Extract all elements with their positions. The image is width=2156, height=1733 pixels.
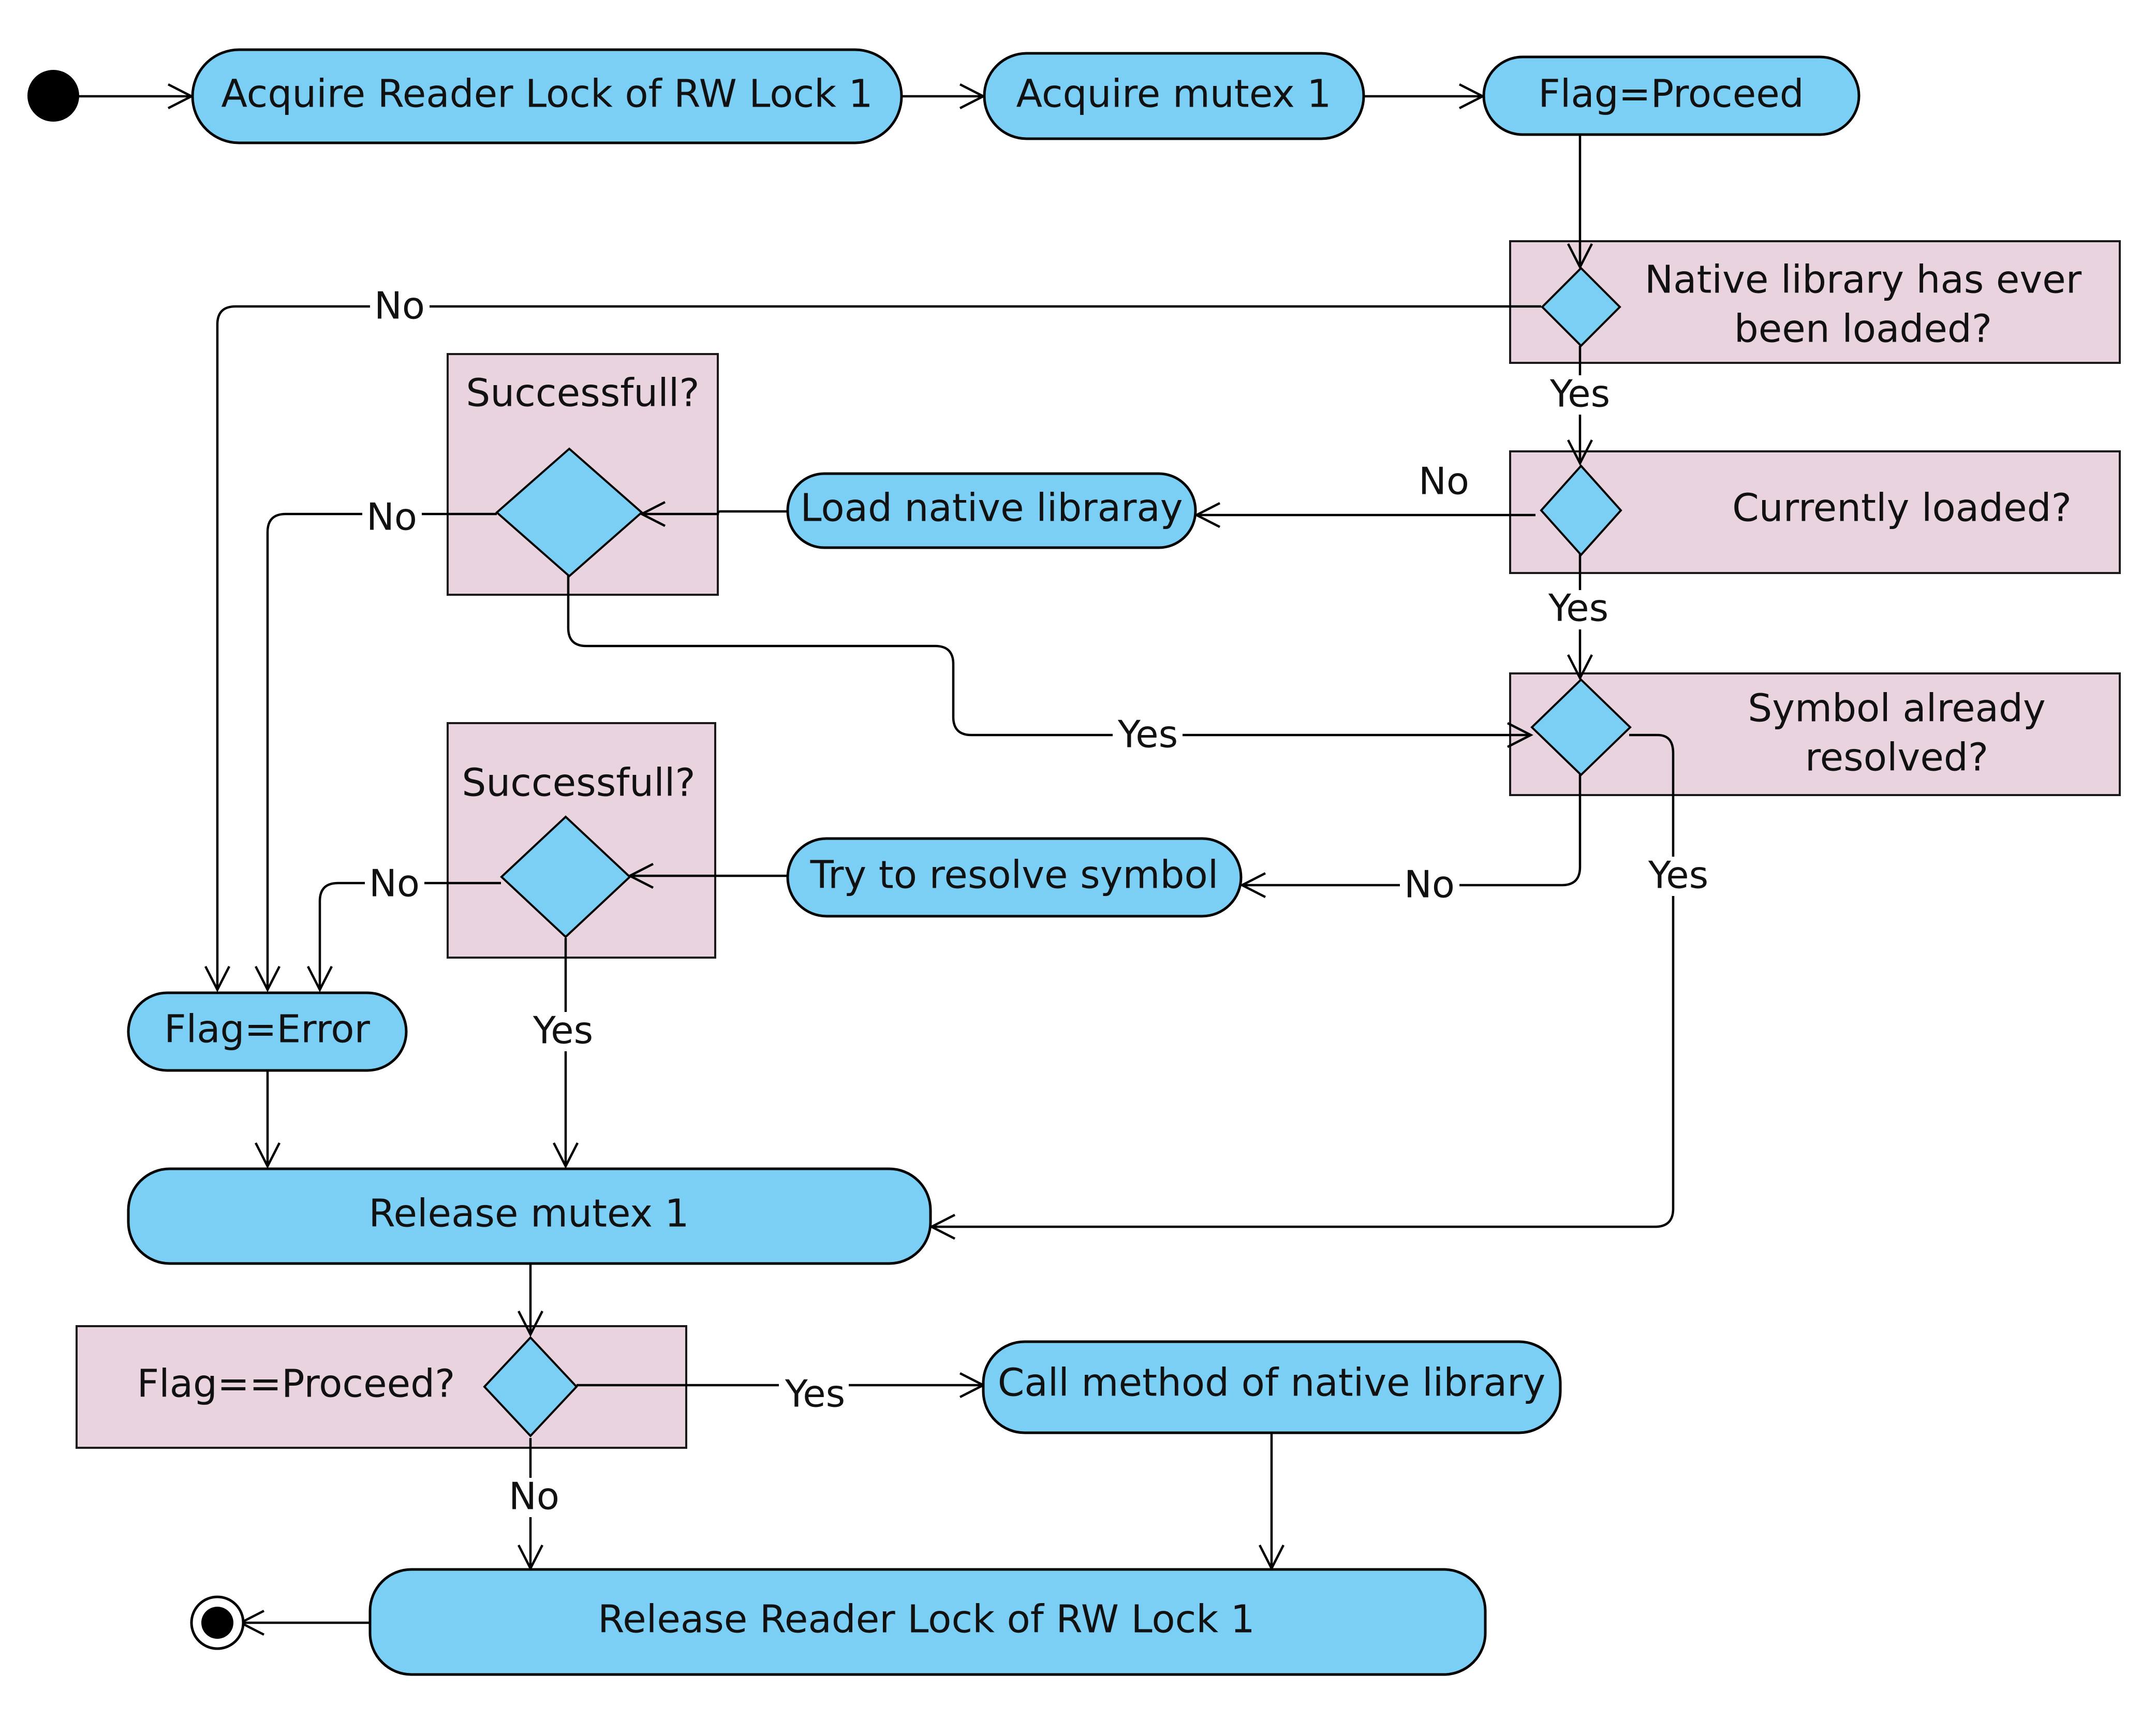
node-acquire-reader-lock: [191, 48, 903, 144]
start-node: [27, 70, 79, 122]
edge-label-ever-loaded-no: No: [374, 284, 425, 328]
node-acquire-mutex-label: Acquire mutex 1: [1016, 72, 1332, 116]
node-flag-error-label: Flag=Error: [164, 1007, 370, 1052]
condition-ever-loaded-line-1: Native library has ever: [1645, 258, 2082, 302]
condition-symbol-resolved-line-1: Symbol already: [1748, 686, 2046, 731]
edge-resolve-success-no: [318, 882, 501, 990]
edge-label-ever-loaded-yes: Yes: [1549, 372, 1610, 416]
decision-successful-load: [495, 447, 644, 578]
decision-currently-loaded: [1540, 464, 1622, 556]
node-flag-error: [127, 991, 408, 1072]
node-release-mutex-label: Release mutex 1: [368, 1192, 689, 1236]
condition-currently-loaded-label: Currently loaded?: [1732, 486, 2072, 531]
node-release-reader-lock: [368, 1568, 1487, 1676]
edge-load-native-to-success: [642, 510, 788, 516]
edge-symbol-resolved-no: [1242, 774, 1582, 887]
decision-flag-check: [483, 1336, 578, 1437]
node-call-method: [982, 1340, 1562, 1434]
condition-ever-loaded-line-2: been loaded?: [1734, 307, 1992, 351]
edge-load-success-yes: [567, 576, 1531, 737]
edge-label-currently-loaded-no: No: [1419, 460, 1469, 503]
edge-label-flag-no: No: [509, 1475, 559, 1518]
decision-ever-loaded: [1541, 267, 1621, 347]
edge-label-load-success-yes: Yes: [1117, 713, 1178, 756]
edge-symbol-resolved-yes: [932, 733, 1675, 1228]
condition-successful-resolve-label: Successfull?: [462, 761, 695, 805]
edge-label-resolve-success-no: No: [369, 862, 420, 905]
condition-successful-load-label: Successfull?: [466, 371, 699, 416]
node-load-native-library: [786, 472, 1197, 549]
node-flag-proceed-label: Flag=Proceed: [1538, 72, 1804, 116]
node-try-resolve-symbol-label: Try to resolve symbol: [810, 853, 1219, 898]
condition-symbol-resolved-line-2: resolved?: [1805, 736, 1988, 780]
node-acquire-mutex: [983, 52, 1365, 140]
node-call-method-label: Call method of native library: [998, 1361, 1546, 1405]
edge-load-success-no: [266, 512, 497, 990]
edge-ever-loaded-no: [216, 305, 1541, 990]
node-try-resolve-symbol: [786, 837, 1243, 918]
edge-label-resolve-success-yes: Yes: [533, 1009, 593, 1052]
condition-flag-check-label: Flag==Proceed?: [137, 1362, 455, 1406]
end-node-core: [201, 1607, 233, 1639]
node-release-mutex: [127, 1167, 932, 1265]
node-load-native-library-label: Load native libraray: [800, 486, 1183, 531]
decision-successful-resolve: [500, 815, 631, 938]
node-release-reader-lock-label: Release Reader Lock of RW Lock 1: [598, 1597, 1255, 1642]
edge-label-flag-yes: Yes: [785, 1372, 845, 1416]
edges: [78, 83, 1675, 1636]
edge-label-symbol-no: No: [1404, 863, 1455, 906]
edge-label-currently-loaded-yes: Yes: [1548, 586, 1608, 630]
node-acquire-reader-lock-label: Acquire Reader Lock of RW Lock 1: [221, 72, 873, 116]
condition-box-flag-check: [76, 1325, 687, 1449]
decision-symbol-resolved: [1530, 678, 1632, 776]
edge-label-symbol-yes: Yes: [1648, 854, 1708, 897]
node-flag-proceed: [1482, 55, 1860, 136]
edge-label-load-success-no: No: [366, 495, 417, 539]
